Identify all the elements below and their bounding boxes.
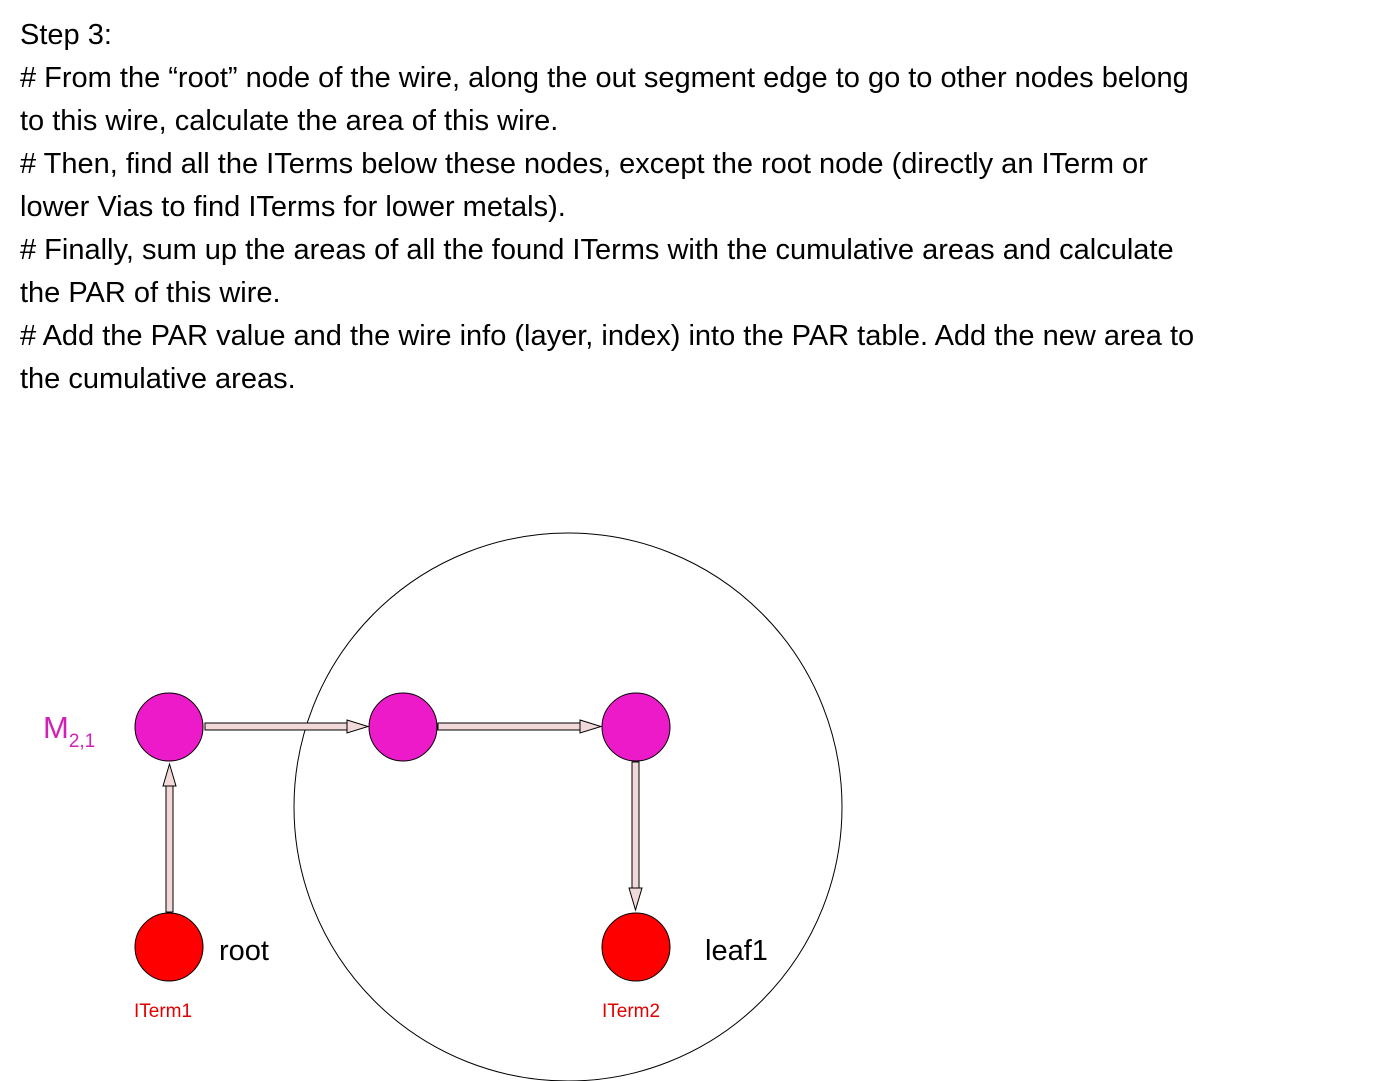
wire-region-circle [293, 532, 843, 1081]
description-line-1: # From the “root” node of the wire, alon… [20, 62, 1189, 94]
leaf-label: leaf1 [705, 935, 768, 967]
arrow-metal-1-to-2 [204, 719, 370, 734]
description-line-2: to this wire, calculate the area of this… [20, 105, 559, 137]
arrow-metal-3-to-leaf [628, 761, 643, 912]
step-title: Step 3: [20, 19, 112, 51]
metal-node-3 [601, 692, 671, 762]
metal-node-2 [368, 692, 438, 762]
description-line-7: # Add the PAR value and the wire info (l… [20, 320, 1195, 352]
description-line-4: lower Vias to find ITerms for lower meta… [20, 191, 566, 223]
root-label: root [219, 935, 269, 967]
arrow-metal-2-to-3 [437, 719, 603, 734]
description-line-6: the PAR of this wire. [20, 277, 281, 309]
metal-node-1 [134, 692, 204, 762]
metal-layer-label: M2,1 [43, 710, 95, 752]
step-description: Step 3: # From the “root” node of the wi… [20, 14, 1390, 401]
description-line-8: the cumulative areas. [20, 363, 296, 395]
description-line-3: # Then, find all the ITerms below these … [20, 148, 1148, 180]
iterm1-label: ITerm1 [134, 1001, 192, 1022]
iterm2-label: ITerm2 [602, 1001, 660, 1022]
iterm-node-root [134, 912, 204, 982]
iterm-node-leaf [601, 912, 671, 982]
arrow-root-to-metal [162, 762, 177, 913]
description-line-5: # Finally, sum up the areas of all the f… [20, 234, 1174, 266]
